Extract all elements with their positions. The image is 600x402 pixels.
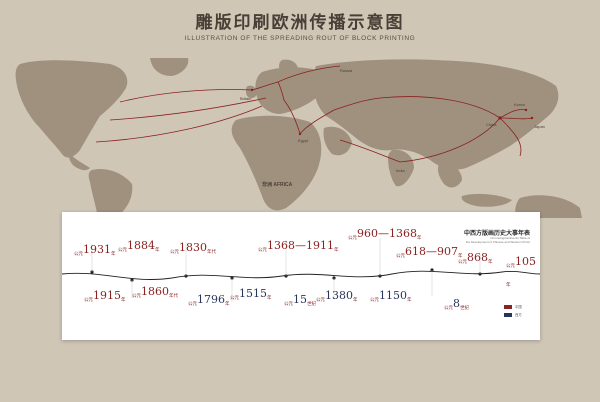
label-egypt: Egypt	[298, 138, 309, 143]
event-868: 公元868年	[458, 251, 493, 265]
route-egypt-italy	[283, 99, 301, 135]
land-indochina	[437, 162, 462, 188]
event-15th-century: 公元15世纪	[284, 293, 316, 307]
legend-china: 中国	[504, 304, 522, 309]
label-india: India	[396, 168, 405, 173]
event-1830s: 公元1830年代	[170, 241, 216, 255]
route-europe-america-2	[109, 97, 267, 121]
title-block: 雕版印刷欧洲传播示意图 ILLUSTRATION OF THE SPREADIN…	[0, 8, 600, 42]
timeline-connectors	[91, 238, 481, 302]
city-dot-britain	[250, 88, 254, 92]
route-china-central-asia	[379, 96, 501, 119]
label-japan: Japan	[534, 124, 545, 129]
land-south-america	[88, 168, 133, 218]
landmasses	[15, 58, 582, 218]
event-1931: 公元1931年	[74, 243, 116, 257]
timeline-subtitle: Chronological Events Table of the Develo…	[465, 236, 530, 244]
event-1884: 公元1884年	[118, 239, 160, 253]
land-arabia	[323, 126, 352, 156]
event-1915: 公元1915年	[84, 289, 126, 303]
route-central-asia-persia	[333, 97, 381, 111]
route-china-japan-south	[499, 117, 522, 157]
land-greenland	[150, 58, 189, 76]
spread-routes	[95, 65, 533, 163]
city-dot-japan	[530, 116, 534, 120]
event-1380: 公元1380年	[316, 289, 358, 303]
route-germany-britain	[251, 81, 279, 91]
route-india-arabia-sea	[339, 139, 401, 163]
land-scandinavia	[279, 59, 299, 79]
label-china: China	[486, 122, 497, 127]
event-1515: 公元1515年	[230, 287, 272, 301]
city-dot-korea	[524, 108, 528, 112]
land-asia	[314, 59, 559, 170]
event-960-1368: 公元960—1368年	[348, 227, 422, 241]
route-persia-egypt	[299, 109, 335, 135]
land-india	[388, 149, 414, 187]
land-britain	[246, 85, 257, 99]
event-8th-century: 公元8世纪	[444, 297, 469, 311]
route-china-india-sea	[399, 117, 501, 163]
route-europe-america-1	[119, 89, 253, 103]
route-china-korea	[499, 109, 527, 119]
timeline-axis	[62, 238, 540, 302]
timeline-panel: 中西方版画历史大事年表 Chronological Events Table o…	[62, 212, 540, 340]
land-north-america	[15, 60, 128, 158]
page-title: 雕版印刷欧洲传播示意图	[195, 13, 405, 33]
event-618-907: 公元618—907年	[396, 245, 463, 259]
land-indonesia	[461, 193, 512, 207]
land-africa	[231, 115, 322, 211]
timeline-title: 中西方版画历史大事年表	[463, 230, 530, 237]
route-italy-germany	[277, 81, 285, 101]
label-africa: 非洲 AFRICA	[262, 181, 293, 188]
label-russia: Russia	[340, 68, 353, 73]
legend-west: 西方	[504, 312, 522, 317]
route-europe-america-3	[95, 105, 263, 143]
event-1150: 公元1150年	[370, 289, 412, 303]
route-china-japan	[499, 117, 533, 120]
route-russia-link	[277, 65, 341, 83]
map-cities	[250, 88, 534, 136]
legend-swatch	[504, 304, 512, 309]
legend-swatch	[504, 312, 512, 317]
label-korea: Korea	[514, 102, 525, 107]
land-japan	[519, 105, 539, 136]
land-central-america	[69, 154, 90, 171]
land-europe	[255, 67, 325, 114]
page-subtitle: ILLUSTRATION OF THE SPREADING ROUT OF BL…	[184, 35, 416, 42]
event-1368-1911: 公元1368—1911年	[258, 239, 339, 253]
timeline-line	[62, 270, 540, 280]
event-1860s: 公元1860年代	[132, 285, 178, 299]
world-map: 非洲 AFRICA China Japan Korea India Egypt …	[15, 58, 582, 218]
event-105: 公元105年	[506, 255, 536, 288]
city-dot-china	[498, 116, 502, 120]
city-dot-egypt	[298, 132, 302, 136]
event-1796: 公元1796年	[188, 293, 230, 307]
label-britain: Britain	[240, 96, 251, 101]
